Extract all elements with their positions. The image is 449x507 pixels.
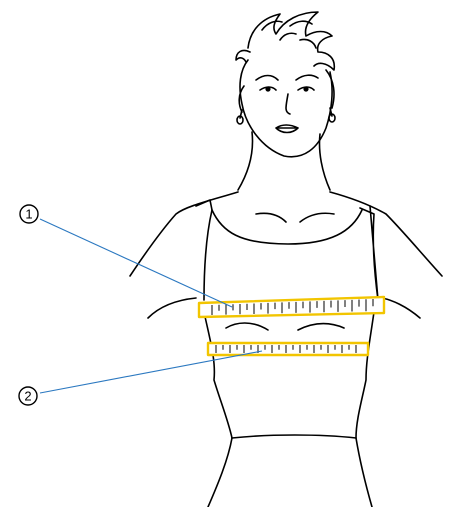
left-eye-icon (266, 87, 270, 91)
skirt-left (208, 438, 232, 507)
waistband (232, 435, 356, 438)
skirt-right (356, 438, 372, 507)
collarbone (256, 213, 334, 222)
underbust-tape (199, 297, 384, 317)
callout-2-number: 2 (24, 389, 31, 404)
head (236, 12, 335, 190)
eyebrows (256, 75, 318, 80)
callout-1: 1 (20, 205, 232, 307)
neckline (212, 210, 362, 244)
bust-tape-band (208, 343, 368, 355)
right-eye-icon (304, 87, 308, 91)
bust-tape (208, 343, 368, 355)
lips (276, 125, 298, 133)
neck (238, 132, 330, 190)
right-strap (360, 206, 378, 300)
underbust-tape-band (199, 297, 384, 317)
left-arm (130, 192, 238, 318)
chest-contour (226, 323, 344, 330)
left-strap (196, 200, 212, 300)
callout-2-leader-line (40, 351, 262, 393)
callout-1-leader-line (40, 219, 232, 307)
hair (236, 12, 334, 70)
torso-right-side (356, 312, 374, 438)
torso-left-side (204, 312, 232, 438)
callout-2: 2 (19, 351, 262, 405)
callout-1-number: 1 (25, 207, 32, 222)
nose (286, 94, 290, 114)
